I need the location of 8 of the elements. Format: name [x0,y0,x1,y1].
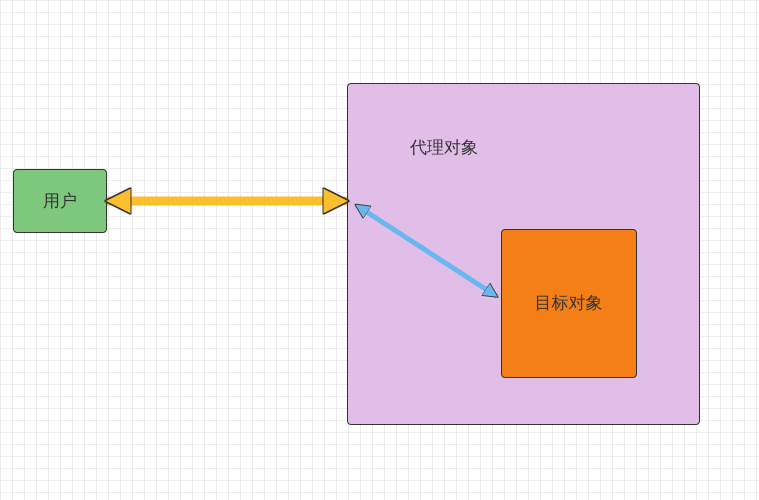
double-arrow [104,186,350,216]
process-box [13,169,107,233]
double-arrow [354,202,499,299]
process-box [500,228,636,378]
container-box [347,83,700,425]
node-label: 用户 [43,190,77,212]
group-title: 代理对象 [410,137,478,159]
node-label: 目标对象 [534,292,602,314]
